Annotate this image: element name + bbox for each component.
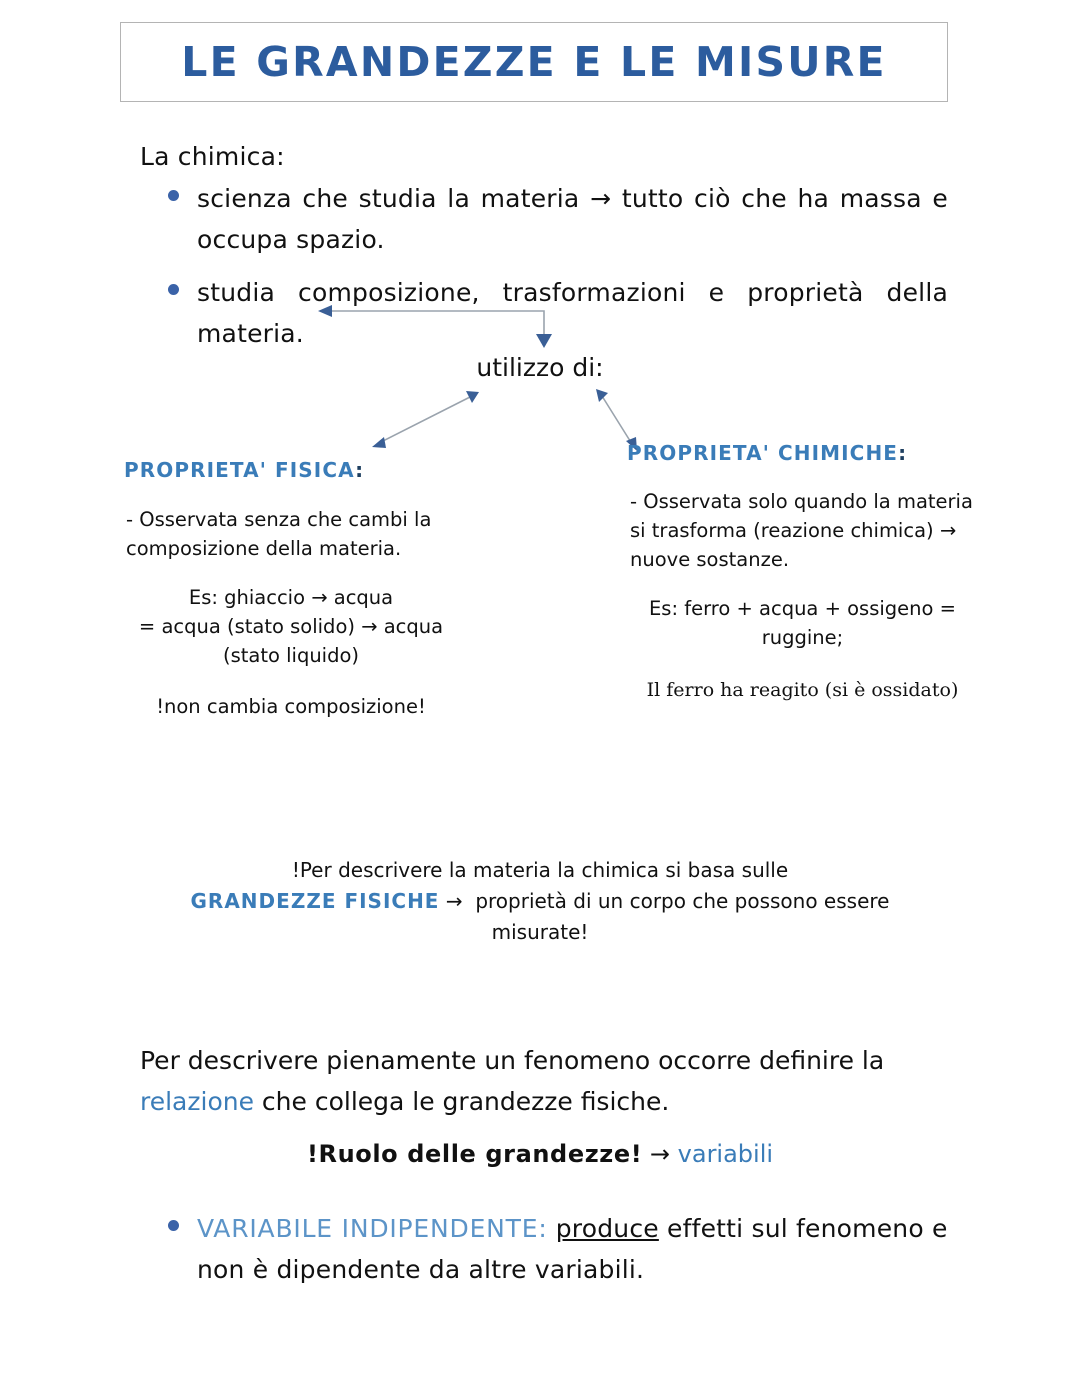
- list-item: studia composizione, trasformazioni e pr…: [168, 272, 948, 354]
- variabile-indipendente-item: VARIABILE INDIPENDENTE: produce effetti …: [197, 1208, 958, 1290]
- proprieta-fisica-heading-text: PROPRIETA' FISICA: [124, 458, 356, 482]
- mid-note-line-2-text: proprietà di un corpo che possono essere: [475, 889, 890, 913]
- variabile-indipendente-label: VARIABILE INDIPENDENTE:: [197, 1214, 548, 1243]
- mid-note-arrow-icon: →: [445, 889, 463, 913]
- proprieta-chimiche-heading-text: PROPRIETA' CHIMICHE: [627, 441, 899, 465]
- title-box: LE GRANDEZZE E LE MISURE: [120, 22, 948, 102]
- ruolo-arrow-icon: →: [649, 1140, 671, 1168]
- list-item: VARIABILE INDIPENDENTE: produce effetti …: [168, 1208, 958, 1290]
- variabili-highlight: variabili: [677, 1140, 774, 1168]
- bullet-dot-icon: [168, 284, 179, 295]
- intro-bullet-2: studia composizione, trasformazioni e pr…: [197, 278, 948, 348]
- mid-note-line-1: !Per descrivere la materia la chimica si…: [291, 858, 789, 882]
- produce-underlined: produce: [555, 1214, 659, 1243]
- bottom-paragraph-before: Per descrivere pienamente un fenomeno oc…: [140, 1046, 885, 1075]
- example-line-1: Es: ferro + acqua + ossigeno =: [648, 597, 956, 620]
- mid-note-line-3: misurate!: [491, 920, 589, 944]
- proprieta-chimiche-heading: PROPRIETA' CHIMICHE:: [627, 441, 907, 465]
- left-diagonal-arrow-line: [378, 395, 473, 444]
- example-line-2: ruggine;: [761, 626, 844, 649]
- variabile-indipendente-rest: effetti sul fenomeno e non è dipendente …: [197, 1214, 948, 1284]
- left-diagonal-arrow-head-up: [466, 391, 479, 403]
- example-line-2: = acqua (stato solido) → acqua: [138, 615, 444, 638]
- bullet-dot-icon: [168, 1220, 179, 1231]
- example-line-3: (stato liquido): [222, 644, 360, 667]
- intro-bullet-list: scienza che studia la materia → tutto ci…: [168, 178, 948, 366]
- proprieta-chimiche-note: Il ferro ha reagito (si è ossidato): [646, 679, 959, 701]
- ruolo-grandezze-bold: !Ruolo delle grandezze!: [306, 1140, 643, 1168]
- example-line-1: Es: ghiaccio → acqua: [188, 586, 394, 609]
- variable-bullet-list: VARIABILE INDIPENDENTE: produce effetti …: [168, 1208, 958, 1302]
- proprieta-fisica-note: !non cambia composizione!: [156, 695, 426, 718]
- ruolo-grandezze-line: !Ruolo delle grandezze! → variabili: [0, 1140, 1080, 1168]
- list-item: scienza che studia la materia → tutto ci…: [168, 178, 948, 260]
- bullet-dot-icon: [168, 190, 179, 201]
- proprieta-chimiche-body: - Osservata solo quando la materia si tr…: [630, 487, 975, 725]
- grandezze-fisiche-note: !Per descrivere la materia la chimica si…: [0, 855, 1080, 948]
- right-diagonal-arrow-line: [601, 395, 633, 445]
- proprieta-chimiche-example: Es: ferro + acqua + ossigeno = ruggine;: [630, 594, 975, 652]
- relazione-highlight: relazione: [140, 1087, 254, 1116]
- intro-bullet-1: scienza che studia la materia → tutto ci…: [197, 184, 948, 254]
- page-title: LE GRANDEZZE E LE MISURE: [181, 38, 887, 86]
- bottom-paragraph: Per descrivere pienamente un fenomeno oc…: [140, 1040, 940, 1122]
- proprieta-chimiche-definition: - Osservata solo quando la materia si tr…: [630, 490, 973, 571]
- proprieta-fisica-heading-colon: :: [355, 458, 365, 482]
- intro-lead: La chimica:: [140, 142, 285, 171]
- proprieta-chimiche-heading-colon: :: [898, 441, 908, 465]
- left-diagonal-arrow-head-down: [372, 437, 386, 448]
- proprieta-fisica-heading: PROPRIETA' FISICA:: [124, 458, 364, 482]
- bottom-paragraph-after: che collega le grandezze fisiche.: [253, 1087, 670, 1116]
- diagram-center-label: utilizzo di:: [476, 353, 604, 382]
- right-diagonal-arrow-head-up: [596, 389, 608, 402]
- grandezze-fisiche-highlight: GRANDEZZE FISICHE: [190, 889, 440, 913]
- proprieta-fisica-definition: - Osservata senza che cambi la composizi…: [126, 508, 432, 560]
- proprieta-fisica-body: - Osservata senza che cambi la composizi…: [126, 505, 456, 741]
- proprieta-fisica-example: Es: ghiaccio → acqua = acqua (stato soli…: [126, 583, 456, 670]
- mid-note-line-2: GRANDEZZE FISICHE → proprietà di un corp…: [0, 886, 1080, 917]
